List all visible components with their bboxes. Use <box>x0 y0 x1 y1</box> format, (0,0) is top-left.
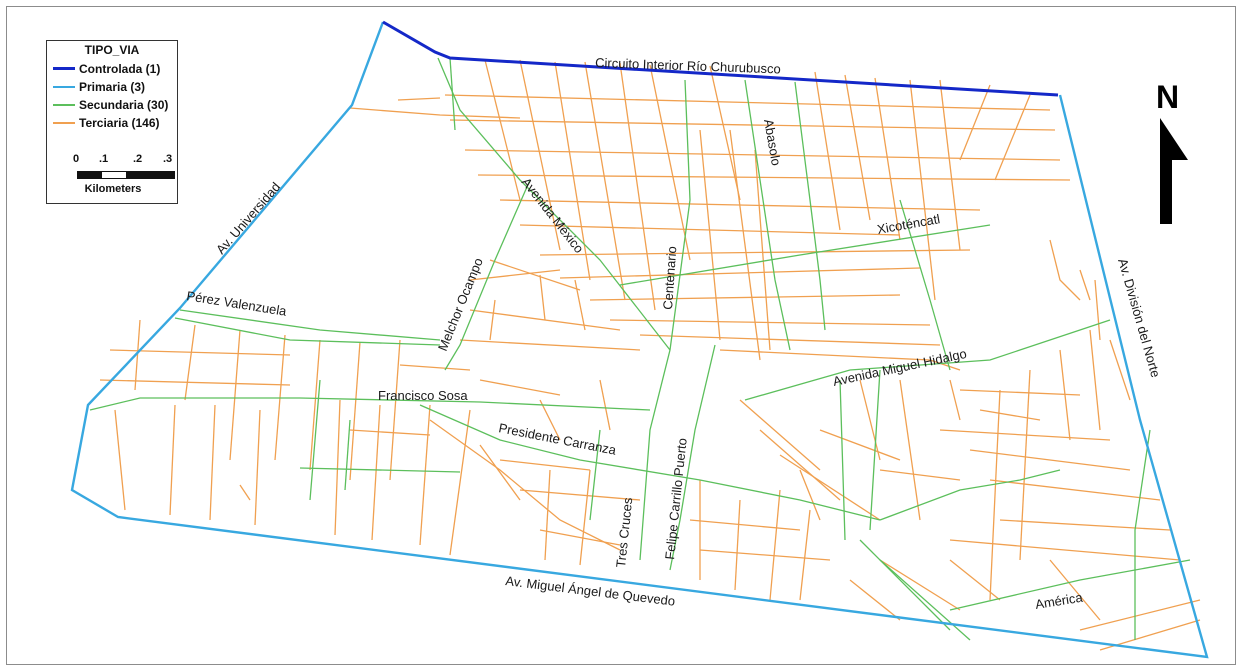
legend-title: TIPO_VIA <box>84 43 140 57</box>
scale-bar <box>77 171 175 179</box>
legend-item-secundaria: Secundaria (30) <box>53 97 168 113</box>
legend: TIPO_VIA Controlada (1) Primaria (3) Sec… <box>46 40 178 204</box>
scale-tick-0: 0 <box>73 153 80 165</box>
scale-tick-2: .2 <box>133 153 143 165</box>
label-universidad: Av. Universidad <box>213 179 283 257</box>
scale-units: Kilometers <box>84 183 142 195</box>
label-tres: Tres Cruces <box>613 496 635 568</box>
label-centenario: Centenario <box>660 246 679 311</box>
label-sosa: Francisco Sosa <box>378 388 468 403</box>
primary-streets <box>70 21 1209 659</box>
legend-swatch-secundaria <box>53 103 75 106</box>
legend-swatch-primaria <box>53 85 75 88</box>
north-arrow-icon: N <box>1156 79 1188 224</box>
legend-swatch-controlada <box>53 67 75 71</box>
label-xicotencatl: Xicoténcatl <box>876 211 941 237</box>
label-melchor: Melchor Ocampo <box>435 256 486 353</box>
label-avmexico: Avenida México <box>519 175 587 256</box>
label-felipe: Felipe Carrillo Puerto <box>662 437 690 560</box>
label-america: América <box>1034 590 1084 612</box>
secondary-streets <box>89 57 1191 641</box>
legend-item-controlada: Controlada (1) <box>53 61 160 77</box>
scale-tick-3: .3 <box>163 153 173 165</box>
legend-swatch-terciaria <box>53 121 75 124</box>
label-circuito: Circuito Interior Río Churubusco <box>595 55 781 76</box>
label-perez: Pérez Valenzuela <box>186 288 289 319</box>
legend-item-primaria: Primaria (3) <box>53 79 145 95</box>
north-letter: N <box>1156 79 1179 115</box>
scale-bar-group: 0 .1 .2 .3 Kilometers <box>53 153 175 201</box>
street-labels: Circuito Interior Río Churubusco Av. Uni… <box>186 55 1164 612</box>
scale-tick-1: .1 <box>99 153 109 165</box>
label-carranza: Presidente Carranza <box>497 420 618 458</box>
tertiary-streets <box>99 59 1201 651</box>
legend-item-terciaria: Terciaria (146) <box>53 115 160 131</box>
label-division: Av. División del Norte <box>1115 257 1163 379</box>
controlled-streets <box>382 20 1059 97</box>
map-frame <box>6 6 1236 665</box>
